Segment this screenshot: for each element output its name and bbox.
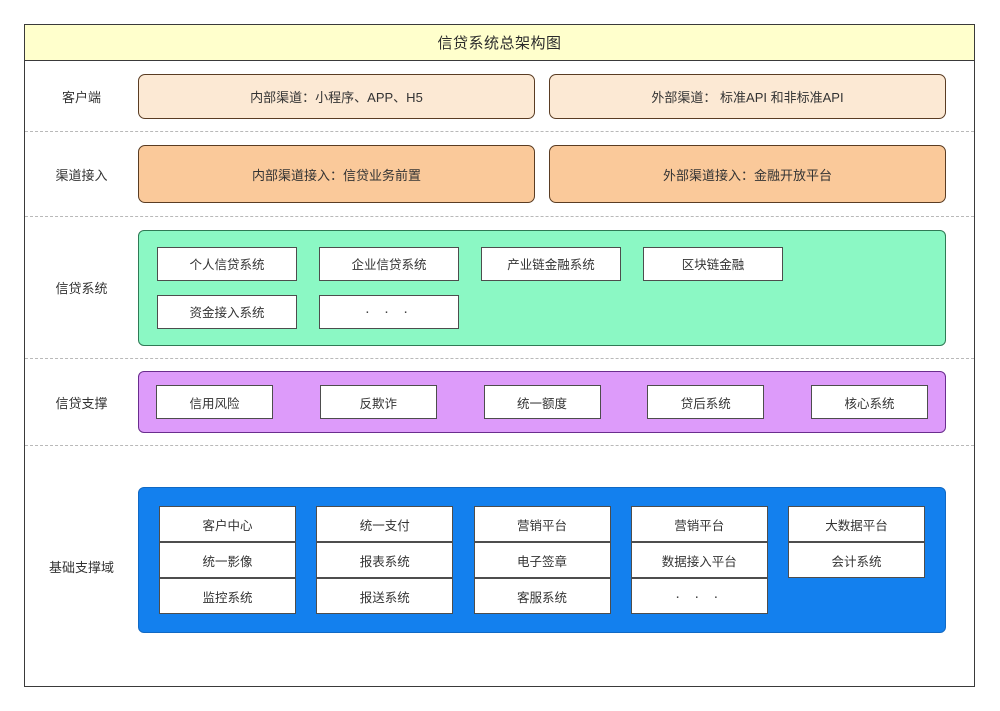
tile-base-support-more[interactable]: · · · [630,578,768,614]
client-external-channel-box[interactable]: 外部渠道： 标准API 和非标准API [549,73,946,119]
layer-row-client: 客户端 内部渠道：小程序、APP、H5 外部渠道： 标准API 和非标准API [25,61,974,131]
page-title: 信贷系统总架构图 [437,35,562,52]
base-support-row-3: 监控系统 报送系统 客服系统 · · · [159,578,925,614]
layer-label-channel-access: 渠道接入 [55,167,108,183]
tile-anti-fraud[interactable]: 反欺诈 [319,385,437,419]
tile-core-system[interactable]: 核心系统 [811,385,928,419]
diagram-title-band: 信贷系统总架构图 [25,25,974,61]
credit-system-row-1: 个人信贷系统 企业信贷系统 产业链金融系统 区块链金融 [157,246,927,281]
tile-customer-center[interactable]: 客户中心 [159,506,296,542]
access-external-box[interactable]: 外部渠道接入：金融开放平台 [549,145,946,203]
tile-unified-limit[interactable]: 统一额度 [483,385,601,419]
credit-system-row-2: 资金接入系统 · · · [157,294,927,329]
base-support-row-2: 统一影像 报表系统 电子签章 数据接入平台 会计系统 [159,542,925,578]
architecture-diagram-frame: 信贷系统总架构图 客户端 内部渠道：小程序、APP、H5 外部渠道： 标准API… [24,24,975,687]
access-internal-box[interactable]: 内部渠道接入：信贷业务前置 [138,145,535,203]
tile-monitoring-system[interactable]: 监控系统 [159,578,296,614]
tile-report-system[interactable]: 报表系统 [316,542,454,578]
tile-credit-risk[interactable]: 信用风险 [156,385,273,419]
layer-label-credit-system: 信贷系统 [55,281,108,296]
tile-e-signature[interactable]: 电子签章 [473,542,611,578]
layer-body-base-support: 客户中心 统一支付 营销平台 营销平台 大数据平台 统一影像 报表系统 电子签章… [138,477,974,655]
tile-marketing-platform-1[interactable]: 营销平台 [473,506,611,542]
layer-row-base-support: 基础支撑域 客户中心 统一支付 营销平台 营销平台 大数据平台 统一影像 报表系… [25,445,974,686]
credit-system-band: 个人信贷系统 企业信贷系统 产业链金融系统 区块链金融 资金接入系统 · · · [138,229,946,346]
tile-post-loan-system[interactable]: 贷后系统 [647,385,765,419]
tile-personal-credit[interactable]: 个人信贷系统 [157,246,297,281]
layer-body-channel-access: 内部渠道接入：信贷业务前置 外部渠道接入：金融开放平台 [138,145,974,203]
tile-enterprise-credit[interactable]: 企业信贷系统 [319,246,459,281]
tile-data-access-platform[interactable]: 数据接入平台 [630,542,768,578]
layer-row-channel-access: 渠道接入 内部渠道接入：信贷业务前置 外部渠道接入：金融开放平台 [25,131,974,216]
base-support-band: 客户中心 统一支付 营销平台 营销平台 大数据平台 统一影像 报表系统 电子签章… [138,487,946,633]
tile-marketing-platform-2[interactable]: 营销平台 [630,506,768,542]
credit-support-band: 信用风险 反欺诈 统一额度 贷后系统 核心系统 [138,371,946,433]
tile-supply-chain-finance[interactable]: 产业链金融系统 [481,246,621,281]
layer-body-credit-support: 信用风险 反欺诈 统一额度 贷后系统 核心系统 [138,371,974,433]
tile-unified-payment[interactable]: 统一支付 [316,506,454,542]
layer-row-credit-system: 信贷系统 个人信贷系统 企业信贷系统 产业链金融系统 区块链金融 资金接入系统 … [25,216,974,358]
client-internal-channel-box[interactable]: 内部渠道：小程序、APP、H5 [138,73,535,119]
layer-label-client: 客户端 [61,89,101,105]
tile-accounting-system[interactable]: 会计系统 [788,542,925,578]
tile-customer-service-system[interactable]: 客服系统 [473,578,611,614]
layer-body-credit-system: 个人信贷系统 企业信贷系统 产业链金融系统 区块链金融 资金接入系统 · · · [138,229,974,346]
layer-body-client: 内部渠道：小程序、APP、H5 外部渠道： 标准API 和非标准API [138,73,974,119]
tile-funding-access[interactable]: 资金接入系统 [157,294,297,329]
layer-row-credit-support: 信贷支撑 信用风险 反欺诈 统一额度 贷后系统 核心系统 [25,358,974,445]
layer-label-credit-support: 信贷支撑 [55,395,108,411]
tile-base-support-spacer [788,578,925,614]
tile-blockchain-finance[interactable]: 区块链金融 [643,246,783,281]
tile-credit-system-more[interactable]: · · · [319,294,459,329]
tile-bigdata-platform[interactable]: 大数据平台 [788,506,925,542]
credit-support-row-1: 信用风险 反欺诈 统一额度 贷后系统 核心系统 [156,385,928,419]
tile-unified-imaging[interactable]: 统一影像 [159,542,296,578]
layer-label-base-support: 基础支撑域 [48,559,114,575]
base-support-row-1: 客户中心 统一支付 营销平台 营销平台 大数据平台 [159,506,925,542]
tile-reporting-system[interactable]: 报送系统 [316,578,454,614]
